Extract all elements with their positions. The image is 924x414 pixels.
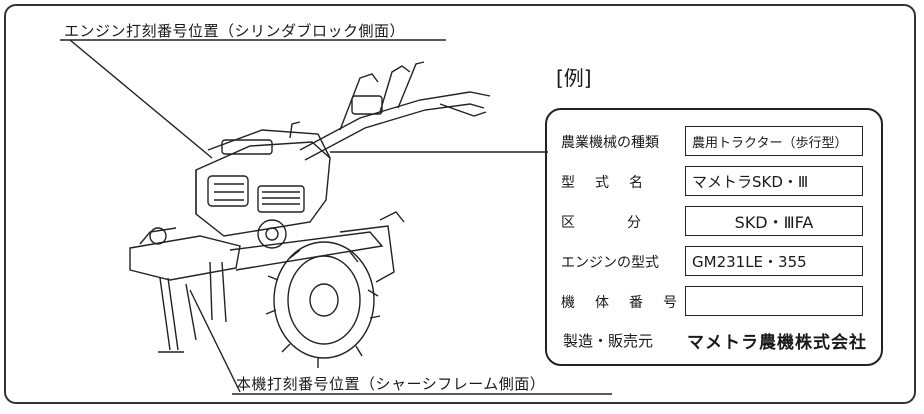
plate-value-class: SKD・ⅢFA xyxy=(685,206,863,236)
engine-icon xyxy=(195,121,331,249)
plate-label-model: 型式名 xyxy=(561,175,663,191)
plate-row-engine: エンジンの型式 GM231LE・355 xyxy=(561,246,871,278)
plate-row-type: 農業機械の種類 農用トラクター（歩行型） xyxy=(561,126,871,158)
plate-label-class: 区分 xyxy=(561,215,693,231)
engine-leader-line xyxy=(69,39,213,159)
plate-label-engine: エンジンの型式 xyxy=(561,255,659,271)
plate-value-type: 農用トラクター（歩行型） xyxy=(685,126,863,156)
rear-frame-icon xyxy=(339,211,405,283)
plate-label-serial: 機体番号 xyxy=(561,295,697,311)
handlebar-icon xyxy=(299,61,491,161)
plate-value-serial xyxy=(685,286,863,316)
figure-frame xyxy=(4,4,916,404)
plate-footer-label: 製造・販売元 xyxy=(563,332,654,350)
nameplate: 農業機械の種類 農用トラクター（歩行型） 型式名 マメトラSKD・Ⅲ 区分 SK… xyxy=(545,108,883,366)
plate-manufacturer: マメトラ農機株式会社 xyxy=(687,333,867,353)
chassis-leader-line xyxy=(189,289,241,393)
plate-value-engine: GM231LE・355 xyxy=(685,246,863,276)
chassis-stamp-callout: 本機打刻番号位置（シャーシフレーム側面） xyxy=(236,375,546,393)
plate-value-model: マメトラSKD・Ⅲ xyxy=(685,166,863,196)
plate-row-serial: 機体番号 xyxy=(561,286,871,318)
engine-stamp-callout: エンジン打刻番号位置（シリンダブロック側面） xyxy=(64,22,406,40)
front-frame-icon xyxy=(129,227,384,353)
example-label: [例] xyxy=(556,66,592,90)
plate-label-type: 農業機械の種類 xyxy=(561,135,659,151)
wheel-icon xyxy=(209,241,381,368)
plate-row-model: 型式名 マメトラSKD・Ⅲ xyxy=(561,166,871,198)
plate-row-class: 区分 SKD・ⅢFA xyxy=(561,206,871,238)
